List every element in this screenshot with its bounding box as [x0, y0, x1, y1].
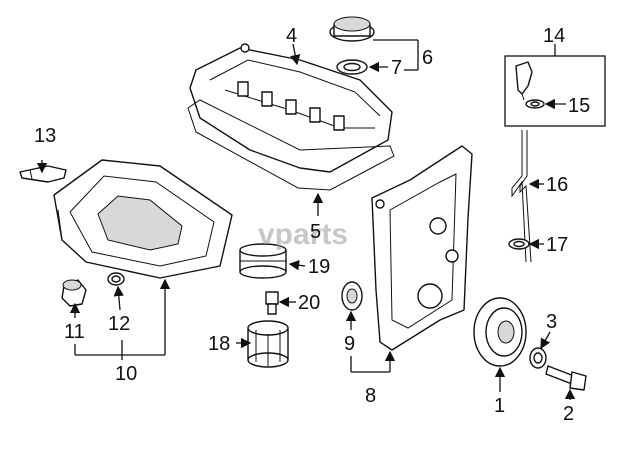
callout-18: 18 — [208, 333, 230, 355]
callout-15: 15 — [568, 95, 590, 117]
callout-1: 1 — [494, 395, 505, 417]
dipstick-tube — [511, 130, 532, 263]
watermark: vparts — [258, 218, 348, 251]
callout-2: 2 — [563, 403, 574, 425]
oil-level-sensor — [19, 165, 67, 183]
oil-cooler — [239, 243, 287, 279]
crankshaft-pulley — [473, 297, 527, 367]
callout-16: 16 — [546, 174, 568, 196]
front-seal — [341, 281, 363, 311]
callout-7: 7 — [391, 57, 402, 79]
leader-4 — [290, 43, 301, 66]
callout-4: 4 — [286, 25, 297, 47]
callout-20: 20 — [298, 292, 320, 314]
oil-filter — [247, 320, 289, 368]
leader-12 — [113, 285, 124, 311]
valve-cover — [189, 43, 393, 173]
callout-3: 3 — [546, 311, 557, 333]
drain-plug — [61, 279, 87, 307]
dipstick-handle — [515, 61, 533, 101]
callout-5: 5 — [310, 221, 321, 243]
leader-19 — [288, 260, 306, 271]
timing-cover — [371, 145, 473, 351]
callout-14: 14 — [543, 25, 565, 47]
filler-cap-seal — [336, 59, 368, 75]
callout-6: 6 — [422, 47, 433, 69]
dipstick-tube-o-ring — [508, 238, 530, 250]
callout-17: 17 — [546, 234, 568, 256]
callout-8: 8 — [365, 385, 376, 407]
callout-11: 11 — [64, 321, 85, 343]
dipstick-o-ring — [525, 99, 545, 109]
callout-10: 10 — [115, 363, 137, 385]
callout-13: 13 — [34, 125, 56, 147]
callout-9: 9 — [344, 333, 355, 355]
oil-filler-cap — [329, 16, 375, 42]
pulley-washer — [529, 347, 547, 369]
leader-3 — [540, 331, 551, 350]
pulley-bolt — [545, 365, 587, 391]
oil-pan — [53, 159, 233, 279]
valve-cover-gasket — [187, 99, 395, 191]
callout-12: 12 — [108, 313, 130, 335]
drain-plug-washer — [107, 272, 125, 286]
connector-bolt — [265, 291, 279, 315]
callout-19: 19 — [308, 256, 330, 278]
